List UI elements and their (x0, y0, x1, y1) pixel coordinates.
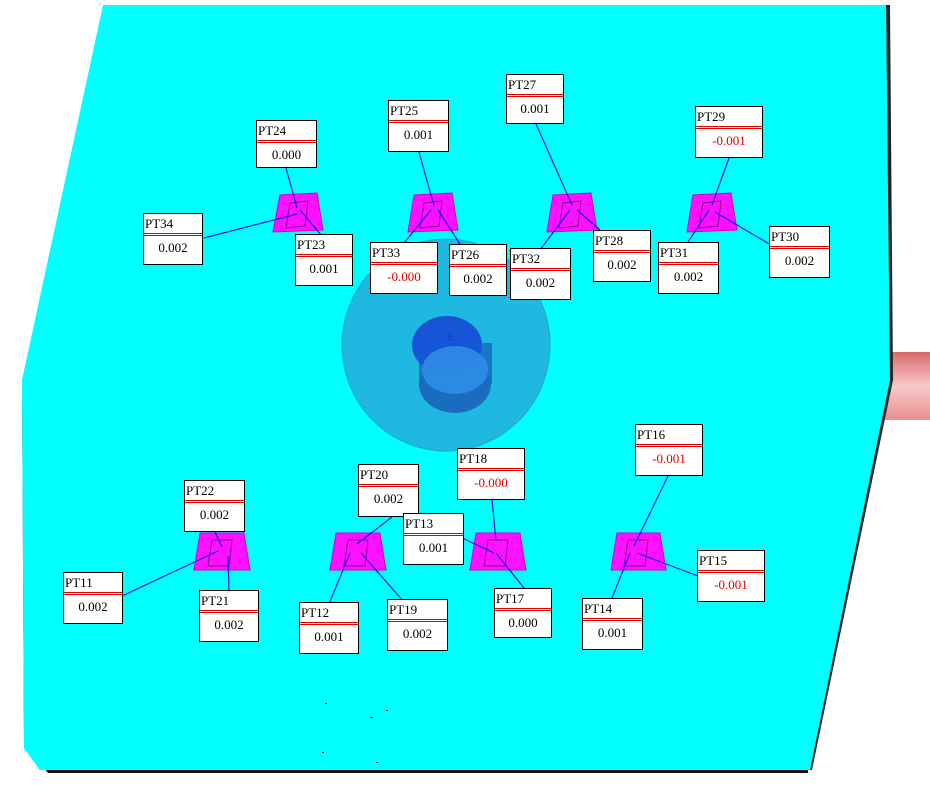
point-value: 0.000 (271, 147, 302, 162)
point-label-pt22[interactable]: PT22 0.002 (184, 480, 245, 532)
point-label-pt19[interactable]: PT19 0.002 (387, 599, 448, 651)
point-name: PT18 (458, 449, 524, 471)
point-value: 0.002 (402, 626, 433, 641)
point-label-pt29[interactable]: PT29 -0.001 (695, 106, 763, 158)
point-label-pt27[interactable]: PT27 0.001 (506, 74, 564, 124)
point-value: 0.002 (607, 257, 637, 272)
point-name: PT15 (698, 551, 764, 573)
point-label-pt15[interactable]: PT15 -0.001 (697, 550, 765, 602)
point-value: -0.000 (387, 269, 421, 284)
point-name: PT21 (200, 591, 258, 613)
point-name: PT25 (389, 101, 448, 123)
point-name: PT13 (404, 514, 463, 536)
point-label-pt20[interactable]: PT20 0.002 (358, 464, 419, 517)
point-label-pt21[interactable]: PT21 0.002 (199, 590, 259, 642)
point-value: 0.002 (199, 507, 230, 522)
point-name: PT31 (659, 243, 718, 265)
point-label-pt12[interactable]: PT12 0.001 (299, 602, 359, 654)
stray-dots (322, 703, 388, 763)
point-name: PT23 (296, 235, 352, 257)
point-value: -0.001 (712, 133, 746, 148)
point-label-pt24[interactable]: PT24 0.000 (256, 120, 317, 168)
point-label-pt17[interactable]: PT17 0.000 (494, 588, 552, 638)
point-name: PT19 (388, 600, 447, 622)
point-label-pt11[interactable]: PT11 0.002 (63, 572, 123, 624)
point-name: PT30 (770, 227, 829, 249)
point-name: PT12 (300, 603, 358, 625)
point-value: 0.002 (784, 253, 815, 268)
point-label-pt33[interactable]: PT33 -0.000 (370, 242, 438, 294)
point-value: 0.000 (508, 615, 538, 630)
point-label-pt32[interactable]: PT32 0.002 (510, 248, 571, 300)
point-value: 0.002 (214, 617, 244, 632)
point-name: PT33 (371, 243, 437, 265)
point-label-pt14[interactable]: PT14 0.001 (582, 598, 643, 650)
point-name: PT26 (450, 245, 506, 267)
point-name: PT20 (359, 465, 418, 487)
point-value: 0.002 (373, 491, 404, 506)
point-label-pt26[interactable]: PT26 0.002 (449, 244, 507, 296)
point-name: PT22 (185, 481, 244, 503)
center-mark: E (447, 332, 453, 342)
point-name: PT34 (144, 214, 202, 236)
point-label-pt28[interactable]: PT28 0.002 (593, 230, 651, 282)
point-name: PT29 (696, 107, 762, 129)
point-value: 0.002 (463, 271, 493, 286)
point-value: 0.001 (314, 629, 344, 644)
point-name: PT11 (64, 573, 122, 595)
point-value: 0.001 (309, 261, 339, 276)
point-label-pt30[interactable]: PT30 0.002 (769, 226, 830, 278)
point-value: 0.001 (403, 127, 434, 142)
point-value: 0.001 (418, 540, 449, 555)
point-value: 0.002 (158, 240, 188, 255)
leader-lines (121, 123, 772, 605)
point-name: PT16 (636, 425, 702, 447)
point-label-pt13[interactable]: PT13 0.001 (403, 513, 464, 565)
point-label-pt34[interactable]: PT34 0.002 (143, 213, 203, 265)
point-value: 0.002 (525, 275, 556, 290)
point-value: 0.002 (673, 269, 704, 284)
point-value: -0.001 (652, 451, 686, 466)
point-name: PT17 (495, 589, 551, 611)
side-pipe (885, 352, 930, 420)
point-name: PT27 (507, 75, 563, 97)
point-label-pt23[interactable]: PT23 0.001 (295, 234, 353, 286)
point-value: 0.001 (597, 625, 628, 640)
point-label-pt31[interactable]: PT31 0.002 (658, 242, 719, 294)
point-value: -0.000 (474, 475, 508, 490)
point-name: PT32 (511, 249, 570, 271)
point-value: -0.001 (714, 577, 748, 592)
point-name: PT14 (583, 599, 642, 621)
point-label-pt16[interactable]: PT16 -0.001 (635, 424, 703, 476)
point-value: 0.001 (520, 101, 550, 116)
point-label-pt18[interactable]: PT18 -0.000 (457, 448, 525, 500)
point-name: PT24 (257, 121, 316, 143)
point-label-pt25[interactable]: PT25 0.001 (388, 100, 449, 152)
point-value: 0.002 (78, 599, 108, 614)
point-name: PT28 (594, 231, 650, 253)
